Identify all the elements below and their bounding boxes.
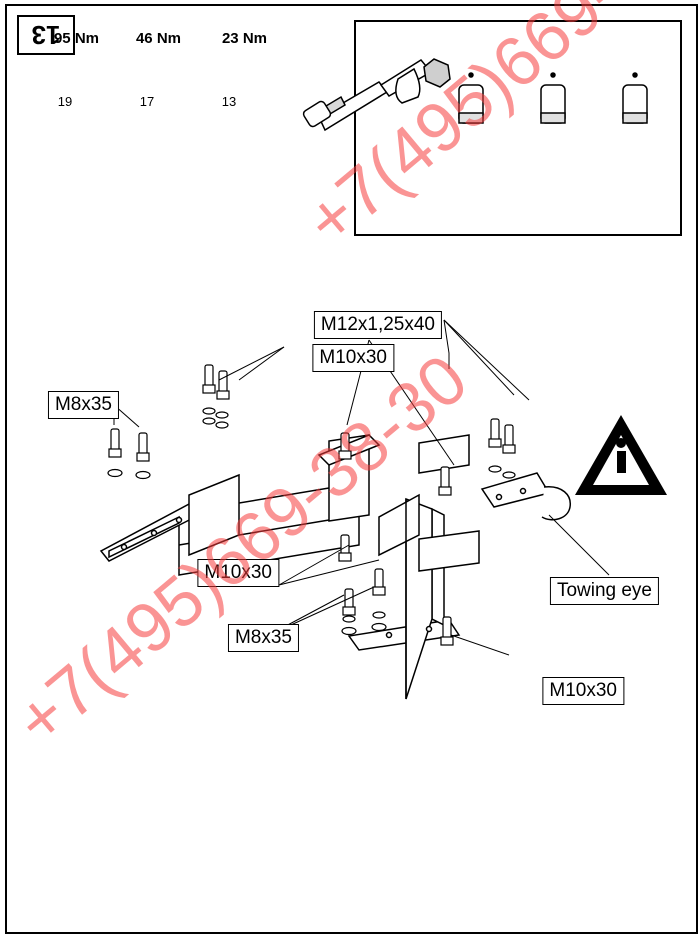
socket-size-17: 17 — [139, 94, 155, 109]
socket-13-icon — [458, 72, 484, 124]
torque-wrench-icon — [302, 58, 451, 132]
socket-size-13: 13 — [221, 94, 237, 109]
right-bracket-part — [99, 473, 240, 562]
towing-eye-part — [480, 472, 571, 521]
socket-size-19: 19 — [57, 94, 73, 109]
label-bolt-m10-top: M10x30 — [312, 344, 394, 372]
label-bolt-m8-bottom: M8x35 — [227, 624, 299, 652]
warning-icon — [575, 415, 667, 495]
label-bolt-m8-left: M8x35 — [47, 391, 119, 419]
torque-label-46: 46 Nm — [135, 30, 181, 47]
left-bracket-part — [347, 434, 480, 700]
label-towing-eye: Towing eye — [549, 577, 659, 605]
bolt-set — [107, 364, 516, 646]
torque-label-23: 23 Nm — [221, 30, 267, 47]
socket-19-icon — [622, 72, 648, 124]
label-bolt-m10-bottom: M10x30 — [542, 677, 624, 705]
label-bolt-m12: M12x1,25x40 — [313, 311, 442, 339]
tools-box — [354, 20, 682, 236]
torque-label-95: 95 Nm — [53, 30, 99, 47]
socket-17-icon — [540, 72, 566, 124]
